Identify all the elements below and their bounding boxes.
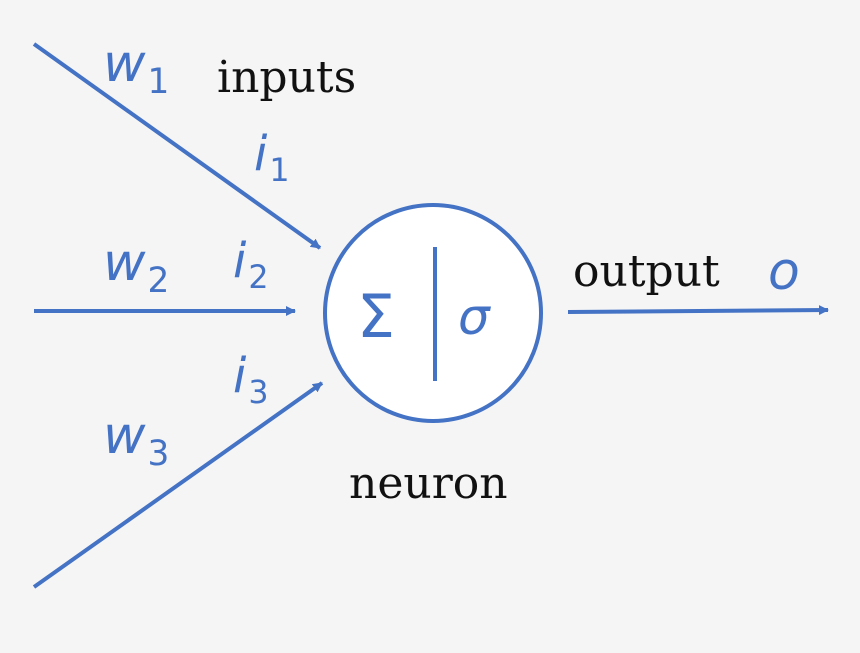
input-arrow-3 [32, 381, 324, 589]
input-label-2: i2 [233, 233, 269, 297]
input-label-3: i3 [233, 348, 269, 412]
sum-symbol: Σ [357, 282, 395, 352]
output-label: output [573, 246, 720, 297]
weight-label-1: w1 [103, 34, 170, 102]
weight-label-2: w2 [103, 233, 170, 301]
output-arrow [567, 305, 829, 316]
weight-label-3: w3 [103, 406, 170, 474]
inputs-label: inputs [217, 52, 357, 103]
output-symbol: o [768, 242, 800, 302]
input-arrow-1 [32, 42, 322, 250]
neuron-label: neuron [349, 458, 508, 509]
input-label-1: i1 [254, 126, 290, 190]
activation-symbol: σ [458, 288, 490, 346]
